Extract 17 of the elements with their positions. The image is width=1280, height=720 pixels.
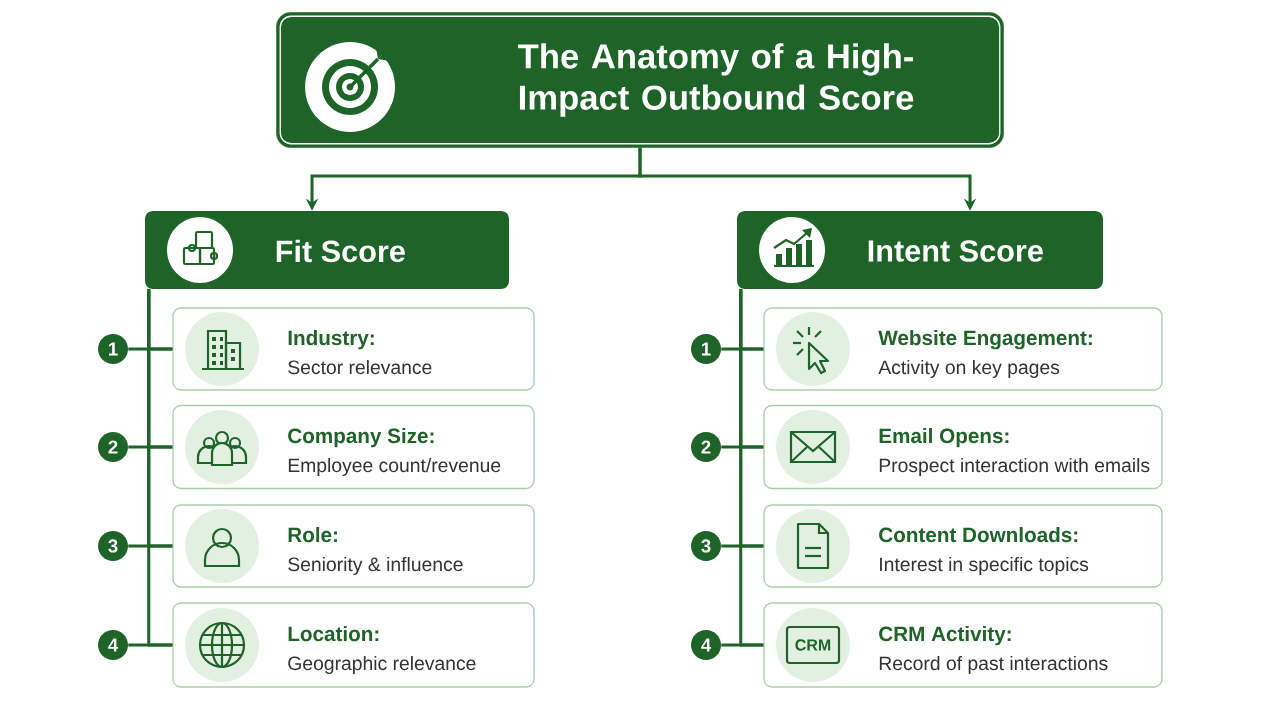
connector-line	[128, 445, 173, 449]
number-badge: 4	[98, 630, 128, 660]
number-badge: 3	[691, 531, 721, 561]
connector-line	[721, 347, 764, 351]
number-badge: 1	[98, 334, 128, 364]
number-badge: 4	[691, 630, 721, 660]
connector-line	[721, 445, 764, 449]
title-box: The Anatomy of a High-Impact Outbound Score	[276, 12, 1004, 148]
number-badge: 3	[98, 531, 128, 561]
number-badge: 2	[98, 432, 128, 462]
connector-line	[128, 643, 173, 647]
connector-line	[721, 643, 764, 647]
connector-line	[128, 347, 173, 351]
connector-line	[721, 544, 764, 548]
connector-line	[128, 544, 173, 548]
number-badge: 2	[691, 432, 721, 462]
number-badge: 1	[691, 334, 721, 364]
